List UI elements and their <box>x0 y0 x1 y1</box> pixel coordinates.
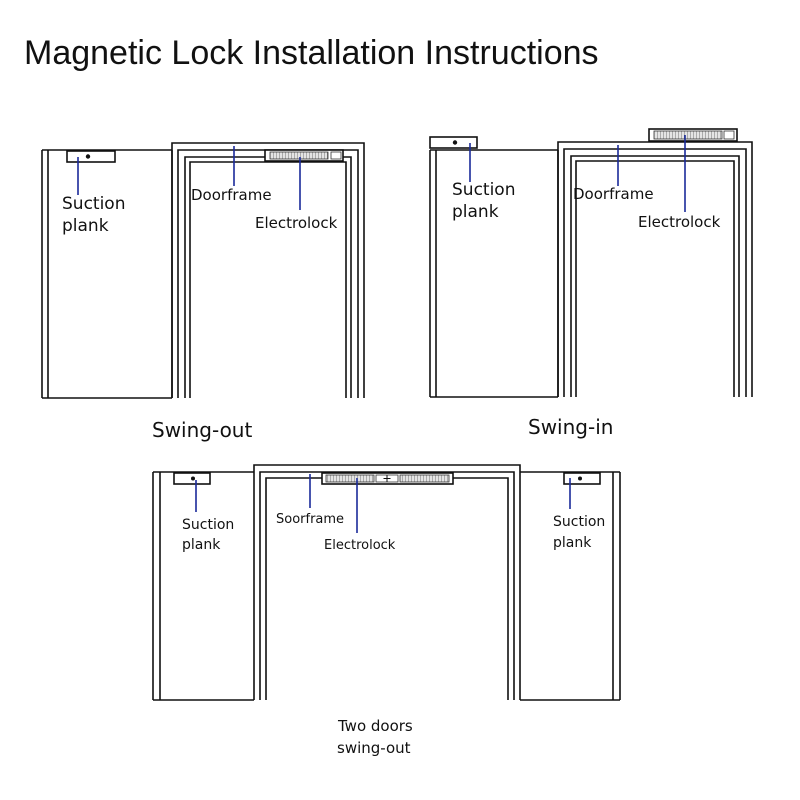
two-doors-diagram <box>152 464 621 701</box>
swing-out-electrolock-label: Electrolock <box>255 214 338 232</box>
swing-out-doorframe <box>171 142 365 398</box>
two-doors-left-suction-label-line1: Suction <box>182 517 234 533</box>
two-doors-caption-line1: Two doors <box>337 717 413 735</box>
swing-out-suction-label-line2: plank <box>62 216 109 236</box>
two-doors-electrolock <box>321 472 454 485</box>
swing-in-suction-plank <box>429 136 478 149</box>
two-doors-left-wall <box>152 471 254 701</box>
swing-in-suction-label-line2: plank <box>452 202 499 222</box>
two-doors-doorframe-label: Soorframe <box>276 512 344 527</box>
page-title: Magnetic Lock Installation Instructions <box>24 34 599 72</box>
swing-out-doorframe-label: Doorframe <box>191 186 272 204</box>
two-doors-pointers <box>195 474 571 533</box>
two-doors-left-suction-plank <box>173 472 211 485</box>
two-doors-right-wall <box>520 471 621 701</box>
swing-in-diagram <box>429 128 753 398</box>
swing-in-electrolock <box>648 128 738 142</box>
two-doors-right-suction-label-line2: plank <box>553 535 592 551</box>
swing-in-doorframe <box>557 141 753 397</box>
swing-out-wall <box>41 149 173 399</box>
swing-in-caption: Swing-in <box>528 415 613 439</box>
swing-in-pointers <box>469 135 686 212</box>
two-doors-doorframe <box>253 464 521 700</box>
swing-out-suction-label-line1: Suction <box>62 194 125 214</box>
two-doors-right-suction-plank <box>563 472 601 485</box>
swing-out-caption: Swing-out <box>152 418 252 442</box>
swing-out-suction-plank <box>66 150 116 163</box>
two-doors-caption-line2: swing-out <box>337 739 411 757</box>
swing-out-pointers <box>77 146 301 210</box>
two-doors-electrolock-label: Electrolock <box>324 538 396 553</box>
swing-in-doorframe-label: Doorframe <box>573 185 654 203</box>
swing-out-diagram <box>41 142 365 399</box>
two-doors-right-suction-label-line1: Suction <box>553 514 605 530</box>
swing-in-suction-label-line1: Suction <box>452 180 515 200</box>
swing-in-electrolock-label: Electrolock <box>638 213 721 231</box>
two-doors-left-suction-label-line2: plank <box>182 537 221 553</box>
swing-out-electrolock <box>264 149 344 162</box>
